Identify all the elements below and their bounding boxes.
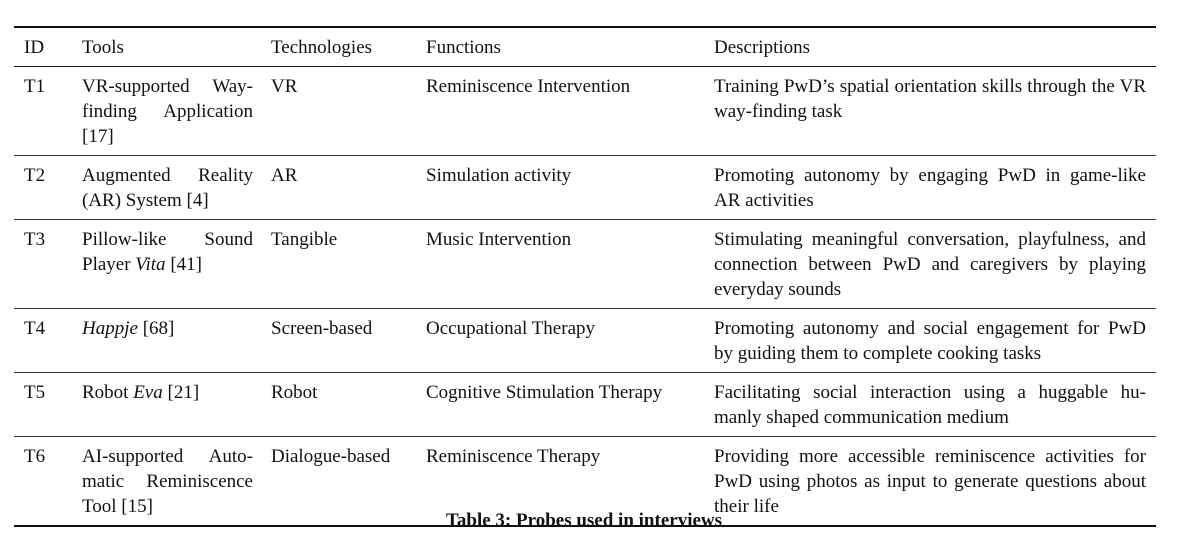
- header-tools: Tools: [82, 37, 124, 58]
- cell-technology: Screen-based: [271, 318, 373, 339]
- tool-name: Pillow-like Sound Player: [82, 229, 253, 275]
- table-row: T6 AI-supported Auto-matic Reminiscence …: [14, 437, 1156, 527]
- cell-tool: Pillow-like Sound Player Vita [41]: [72, 220, 261, 309]
- probes-table: ID Tools Technologies Functions Descript…: [14, 26, 1156, 527]
- header-functions: Functions: [426, 37, 501, 58]
- cell-id: T6: [24, 446, 46, 467]
- cell-id: T2: [24, 165, 46, 186]
- table-row: T2 Augmented Reality (AR) System [4] AR …: [14, 156, 1156, 220]
- cell-function: Cognitive Stimulation Therapy: [426, 382, 663, 403]
- table-caption: Table 3: Probes used in interviews: [445, 510, 723, 531]
- cell-function: Occupational Therapy: [426, 318, 595, 339]
- header-technologies: Technologies: [271, 37, 373, 58]
- cell-technology: VR: [271, 76, 298, 97]
- cell-description: Training PwD’s spatial orientation skill…: [714, 76, 1146, 122]
- cell-description: Promoting autonomy by engaging PwD in ga…: [714, 165, 1146, 211]
- tool-citation: [21]: [162, 382, 200, 403]
- cell-tool: Happje [68]: [72, 309, 261, 373]
- cell-description: Providing more accessible reminiscence a…: [714, 446, 1146, 517]
- tool-name-italic: Vita: [135, 254, 166, 275]
- probes-table-container: ID Tools Technologies Functions Descript…: [14, 26, 1156, 527]
- tool-name: Robot: [82, 382, 134, 403]
- table-row: T1 VR-supported Way-finding Application …: [14, 67, 1156, 156]
- cell-technology: Tangible: [271, 229, 338, 250]
- tool-name: VR-supported Way-finding Application [17…: [82, 76, 253, 147]
- cell-function: Simulation activity: [426, 165, 572, 186]
- cell-description: Stimulating meaningful conversation, pla…: [714, 229, 1146, 300]
- cell-id: T1: [24, 76, 46, 97]
- cell-description: Facilitating social interaction using a …: [714, 382, 1146, 428]
- tool-name-italic: Happje: [82, 318, 138, 339]
- cell-technology: Robot: [271, 382, 318, 403]
- tool-name: AI-supported Auto-matic Reminiscence Too…: [82, 446, 253, 517]
- tool-citation: [41]: [165, 254, 202, 275]
- cell-function: Reminiscence Therapy: [426, 446, 601, 467]
- cell-id: T4: [24, 318, 46, 339]
- tool-name-italic: Eva: [133, 382, 163, 403]
- header-descriptions: Descriptions: [714, 37, 811, 58]
- header-row: ID Tools Technologies Functions Descript…: [14, 27, 1156, 67]
- cell-description: Promoting autonomy and social engagement…: [714, 318, 1146, 364]
- table-row: T3 Pillow-like Sound Player Vita [41] Ta…: [14, 220, 1156, 309]
- table-row: T4 Happje [68] Screen-based Occupational…: [14, 309, 1156, 373]
- cell-tool: Robot Eva [21]: [72, 373, 261, 437]
- table-body: T1 VR-supported Way-finding Application …: [14, 67, 1156, 527]
- cell-tool: VR-supported Way-finding Application [17…: [72, 67, 261, 156]
- cell-id: T3: [24, 229, 46, 250]
- tool-name: Augmented Reality (AR) System [4]: [82, 165, 253, 211]
- cell-function: Reminiscence Intervention: [426, 76, 631, 97]
- cell-tool: Augmented Reality (AR) System [4]: [72, 156, 261, 220]
- cell-technology: Dialogue-based: [271, 446, 391, 467]
- cell-tool: AI-supported Auto-matic Reminiscence Too…: [72, 437, 261, 527]
- cell-function: Music Intervention: [426, 229, 572, 250]
- tool-citation: [68]: [137, 318, 175, 339]
- table-header: ID Tools Technologies Functions Descript…: [14, 27, 1156, 67]
- cell-id: T5: [24, 382, 46, 403]
- table-row: T5 Robot Eva [21] Robot Cognitive Stimul…: [14, 373, 1156, 437]
- header-id: ID: [24, 37, 45, 58]
- cell-technology: AR: [271, 165, 298, 186]
